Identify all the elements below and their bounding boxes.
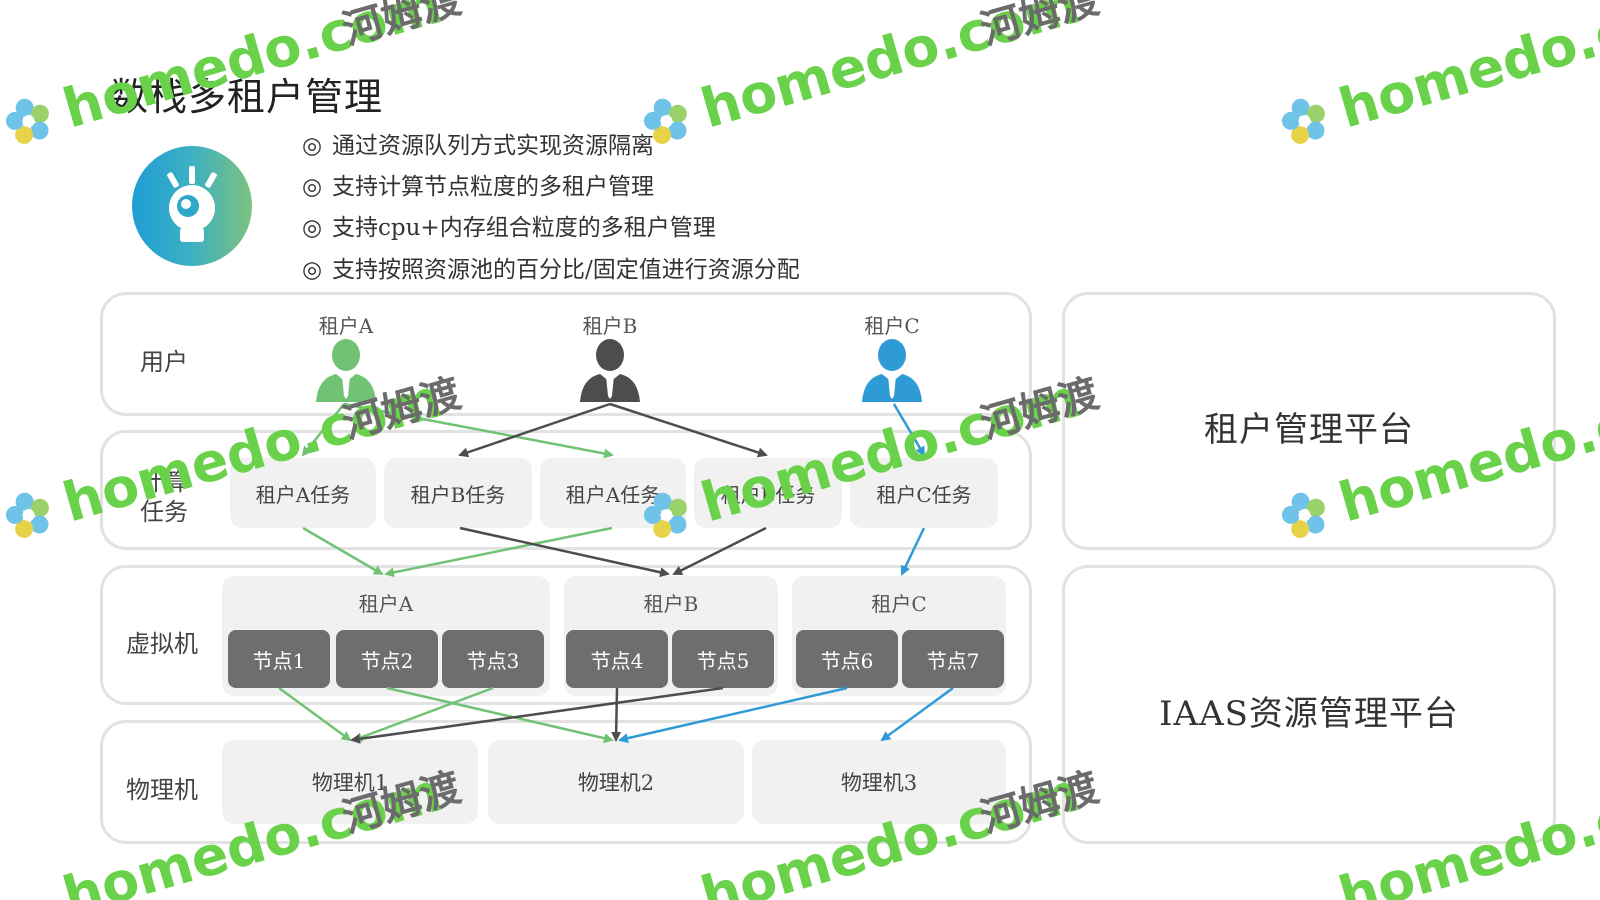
arrow-b-task4 — [609, 402, 768, 458]
vm-group-b-label: 租户B — [643, 592, 699, 616]
arrow-task1-vma — [302, 526, 384, 576]
bullet-item: ◎通过资源队列方式实现资源隔离 — [302, 133, 654, 159]
row-label-vm: 虚拟机 — [126, 630, 198, 658]
tenant-platform-label: 租户管理平台 — [1204, 410, 1414, 450]
iaas-platform-label: IAAS资源管理平台 — [1159, 694, 1459, 734]
arrow-a-task3 — [343, 402, 614, 459]
vm-group-a-label: 租户A — [358, 592, 414, 616]
vm-group-c-label: 租户C — [871, 592, 927, 616]
iaas-platform-frame — [1062, 565, 1556, 844]
task-box: 租户C任务 — [850, 458, 998, 528]
vm-node: 节点5 — [672, 630, 774, 688]
arrow-task4-vmb — [672, 526, 767, 576]
arrow-node6-pm2 — [618, 686, 848, 744]
arrow-node1-pm1 — [278, 686, 352, 742]
row-label-user: 用户 — [140, 348, 188, 376]
arrow-node5-pm1 — [350, 686, 724, 744]
arrow-task3-vma — [384, 526, 613, 578]
arrow-b-task2 — [458, 402, 611, 458]
bullet-item: ◎支持计算节点粒度的多租户管理 — [302, 174, 654, 200]
row-label-compute: 计算 — [140, 468, 188, 496]
arrow-task2-vmb — [459, 526, 670, 578]
arrow-node7-pm3 — [880, 686, 954, 742]
row-label-pm: 物理机 — [126, 776, 198, 804]
physical-machine-box: 物理机1 — [222, 740, 478, 824]
arrow-node4-pm2 — [611, 687, 622, 742]
vm-node: 节点4 — [566, 630, 668, 688]
vm-node: 节点1 — [228, 630, 330, 688]
user-a-icon — [314, 338, 378, 408]
user-c-icon — [860, 338, 924, 408]
task-box: 租户B任务 — [694, 458, 842, 528]
row-label-task: 任务 — [140, 498, 188, 526]
arrow-task5-vmc — [900, 527, 926, 576]
task-box: 租户A任务 — [540, 458, 686, 528]
bullet-item: ◎支持cpu+内存组合粒度的多租户管理 — [302, 215, 716, 241]
bullet-item: ◎支持按照资源池的百分比/固定值进行资源分配 — [302, 257, 800, 283]
arrow-c-task5 — [892, 403, 926, 457]
vm-node: 节点3 — [442, 630, 544, 688]
task-box: 租户B任务 — [384, 458, 532, 528]
robot-logo-icon — [132, 146, 252, 266]
physical-machine-box: 物理机2 — [488, 740, 744, 824]
vm-node: 节点2 — [336, 630, 438, 688]
vm-node: 节点7 — [902, 630, 1004, 688]
task-box: 租户A任务 — [230, 458, 376, 528]
arrow-a-task1 — [301, 403, 345, 457]
physical-machine-box: 物理机3 — [752, 740, 1006, 824]
tenant-c-label: 租户C — [864, 314, 920, 338]
user-b-icon — [578, 338, 642, 408]
arrow-node3-pm1 — [352, 686, 494, 742]
vm-node: 节点6 — [796, 630, 898, 688]
arrow-node2-pm2 — [386, 686, 614, 744]
tenant-a-label: 租户A — [318, 314, 374, 338]
tenant-b-label: 租户B — [582, 314, 638, 338]
page-title: 数栈多租户管理 — [110, 75, 384, 119]
